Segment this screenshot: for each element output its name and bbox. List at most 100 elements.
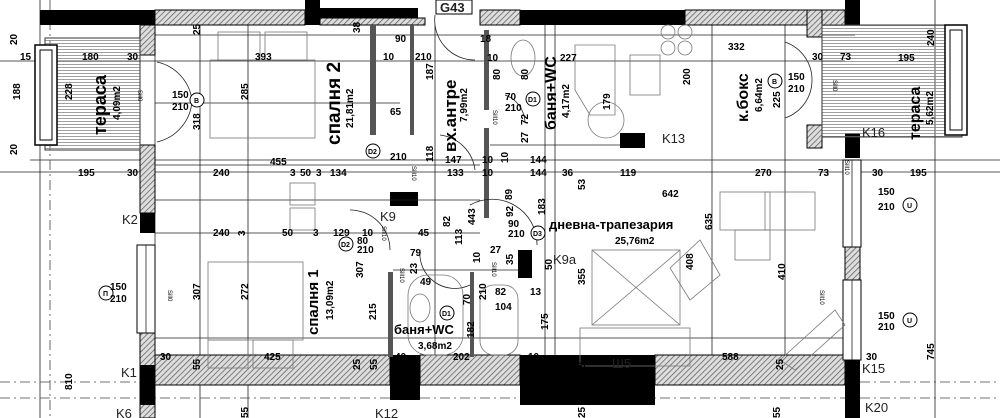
dimension-label: 188 [12,83,23,100]
dimension-label: 25 [577,406,588,418]
dimension-label: 25 [192,23,203,35]
column-tag: K9 [380,209,396,224]
column-tag: K1 [121,365,137,380]
door-tag: U [907,203,912,210]
dimension-label: 70 [505,92,517,103]
dimension-label: 240 [213,228,230,239]
dimension-label: 82 [495,287,507,298]
dimension-label: 195 [910,168,927,179]
dimension-label: 144 [530,155,547,166]
dimension-label: 410 [777,263,788,280]
column-tags: G43 K13 K16 K2 K9 K9a K1 K15 K6 K20 K12 … [116,0,888,418]
room-area: 13,09m2 [325,280,336,320]
door-tags: B B D1 D2 D2 D3 D1 П U U [98,73,918,328]
dimension-label: 210 [878,322,895,333]
room-name: спалня 2 [324,62,345,145]
room-name: спалня 1 [305,269,322,335]
room-area: 21,81m2 [345,88,356,128]
dimension-label: 30 [127,52,139,63]
dimension-label: 50 [300,168,312,179]
dimension-label: 55 [772,406,783,418]
dimension-label: 210 [390,152,407,163]
sill-label: Sill10 [843,160,849,175]
column-tag: K13 [662,131,685,146]
door-tag: D2 [341,242,350,249]
furniture [207,24,846,371]
dimension-label: 133 [447,168,464,179]
dimension-label: 38 [352,21,363,33]
dimension-label: 182 [466,321,477,338]
room-name: баня+WC [543,56,560,130]
column-tag: K16 [862,125,885,140]
dimension-label: 3 [316,168,322,179]
dimension-label: 20 [9,33,20,45]
dimension-label: 113 [454,228,465,245]
dimension-label: 10 [472,251,483,263]
door-tag: D1 [442,311,451,318]
dimension-label: 119 [620,168,637,179]
dimension-label: 210 [508,229,525,240]
dimension-label: 150 [172,90,189,101]
dimension-label: 129 [333,228,350,239]
g43-box [435,0,473,15]
dimension-label: 175 [540,313,551,330]
dimension-label: 227 [560,53,577,64]
dimension-label: 443 [467,208,478,225]
sill-label: Sill0 [166,290,172,302]
dimension-label: 425 [264,352,281,363]
room-name: к.бокс [735,73,752,122]
dimension-label: 36 [562,168,574,179]
dimension-label: 210 [415,52,432,63]
dimension-label: 90 [395,34,407,45]
dimension-label: 745 [926,343,937,360]
dimension-label: 228 [64,83,75,100]
dimension-label: 307 [355,261,366,278]
dimension-label: 272 [240,283,251,300]
dimension-label: 3 [313,228,319,239]
dimension-label: 25 [577,358,588,370]
dimension-label: 79 [410,248,422,259]
room-area: 5,62m2 [925,91,936,125]
dimension-label: 80 [520,68,531,80]
room-name: тераса [907,87,924,141]
dimension-label: 10 [482,155,494,166]
dimension-label: 13 [530,287,542,298]
dimension-label: 240 [213,168,230,179]
dimension-label: 642 [662,189,679,200]
room-area: 4,09m2 [112,86,123,120]
sill-labels: Sill0Sill10Sill10Sill0Sill10Sill0Sill10S… [136,80,849,305]
sill-label: Sill10 [398,268,404,283]
room-area: 25,76m2 [615,236,655,247]
dimension-label: 150 [110,282,127,293]
dimension-label: 80 [492,68,503,80]
dimension-label: 10 [482,168,494,179]
dimension-label: 179 [602,93,613,110]
dimension-label: 150 [878,311,895,322]
dimension-label: 270 [755,168,772,179]
door-tag: П [103,291,108,298]
dimension-label: 10 [500,151,511,163]
column-tag: K20 [865,400,888,415]
dimension-label: 332 [728,42,745,53]
dimension-label: 150 [878,187,895,198]
windows [136,159,862,361]
dimension-label: 50 [544,258,555,270]
dimension-label: 285 [240,83,251,100]
dimension-label: 80 [357,236,369,247]
dimension-label: 225 [772,91,783,108]
sill-label: Sill0 [831,80,837,92]
dimension-label: 92 [505,205,516,217]
dimension-label: 393 [255,52,272,63]
dimension-label: 30 [812,52,824,63]
dimension-label: 90 [508,219,520,230]
dimension-label: 215 [368,303,379,320]
column-tag: K15 [862,361,885,376]
terrace-left [34,37,141,151]
dimension-label: 30 [160,352,172,363]
walls [40,0,861,418]
column-tag: K9a [553,252,577,267]
door-tag: D1 [528,97,537,104]
room-labels: спалня 2 21,81m2 вх.антре 7,99m2 баня+WC… [90,56,936,352]
door-tag: B [194,98,199,105]
